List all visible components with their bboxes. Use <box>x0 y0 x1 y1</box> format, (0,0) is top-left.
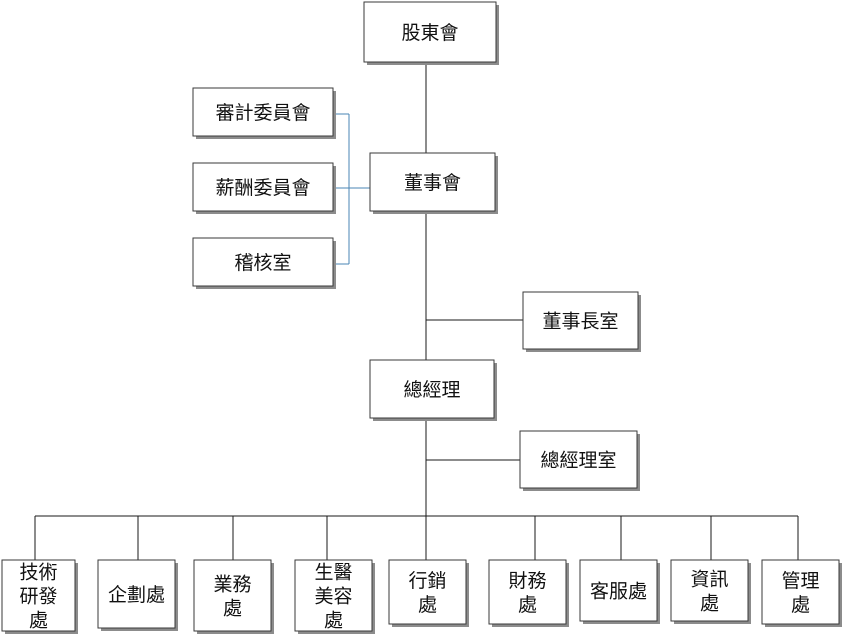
shareholders-box-frame <box>363 1 497 63</box>
committee-box-compensation-label: 薪酬委員會 <box>215 177 310 199</box>
board-box-frame <box>369 152 496 212</box>
department-box-business-label: 業務 <box>213 574 251 596</box>
chairman-office-box: 董事長室 <box>522 291 641 352</box>
department-box-rd-label: 技術 <box>19 562 57 584</box>
gm-office-box: 總經理室 <box>519 430 640 491</box>
general-manager-box-label: 總經理 <box>403 379 460 401</box>
department-box-planning-frame <box>97 559 176 629</box>
connector-lines <box>34 62 799 560</box>
department-box-business: 業務處 <box>193 559 274 634</box>
chairman-office-box-frame <box>522 291 639 350</box>
department-box-management-label: 處 <box>791 594 810 616</box>
department-box-it-frame <box>670 559 749 622</box>
department-box-service-label: 客服處 <box>590 581 647 603</box>
committee-box-compensation-frame <box>192 162 334 212</box>
shareholders-box: 股東會 <box>363 1 499 65</box>
gm-office-box-frame <box>519 430 638 489</box>
department-box-biomed-label: 處 <box>324 610 343 632</box>
department-box-management: 管理處 <box>761 559 842 627</box>
department-box-finance-label: 處 <box>518 594 537 616</box>
department-box-biomed-label: 生醫 <box>314 562 352 584</box>
department-box-planning: 企劃處 <box>97 559 178 631</box>
department-box-marketing: 行銷處 <box>388 559 469 627</box>
general-manager-box-frame <box>369 359 495 419</box>
department-box-business-label: 處 <box>223 598 242 620</box>
department-box-finance-frame <box>488 559 567 625</box>
department-box-marketing-frame <box>388 559 467 625</box>
board-box: 董事會 <box>369 152 498 214</box>
department-box-management-label: 管理 <box>781 570 819 592</box>
department-box-business-frame <box>193 559 272 632</box>
department-box-finance: 財務處 <box>488 559 569 627</box>
department-box-it: 資訊處 <box>670 559 751 624</box>
general-manager-box: 總經理 <box>369 359 497 421</box>
department-box-service-frame <box>579 559 658 622</box>
board-box-label: 董事會 <box>404 172 461 194</box>
committee-box-internal_audit: 稽核室 <box>192 237 336 289</box>
department-box-marketing-label: 行銷 <box>408 570 446 592</box>
department-box-rd-label: 研發 <box>19 586 57 608</box>
committee-box-audit-frame <box>192 87 334 137</box>
department-box-marketing-label: 處 <box>418 594 437 616</box>
committee-box-internal_audit-label: 稽核室 <box>234 252 291 274</box>
department-box-management-frame <box>761 559 840 625</box>
department-box-planning-label: 企劃處 <box>108 584 165 606</box>
committee-box-compensation: 薪酬委員會 <box>192 162 336 214</box>
department-box-biomed-frame <box>294 559 373 632</box>
committee-box-audit-label: 審計委員會 <box>215 102 310 124</box>
gm-office-box-label: 總經理室 <box>540 450 616 472</box>
department-box-service: 客服處 <box>579 559 660 624</box>
department-box-biomed-label: 美容 <box>314 586 352 608</box>
chairman-office-box-label: 董事長室 <box>542 311 618 333</box>
department-box-it-label: 資訊 <box>690 569 728 591</box>
committee-box-audit: 審計委員會 <box>192 87 336 139</box>
committee-box-internal_audit-frame <box>192 237 334 287</box>
department-box-finance-label: 財務 <box>508 570 546 592</box>
department-box-it-label: 處 <box>700 593 719 615</box>
department-box-rd-label: 處 <box>29 610 48 632</box>
department-box-rd-frame <box>1 559 76 632</box>
shareholders-box-label: 股東會 <box>401 22 458 44</box>
